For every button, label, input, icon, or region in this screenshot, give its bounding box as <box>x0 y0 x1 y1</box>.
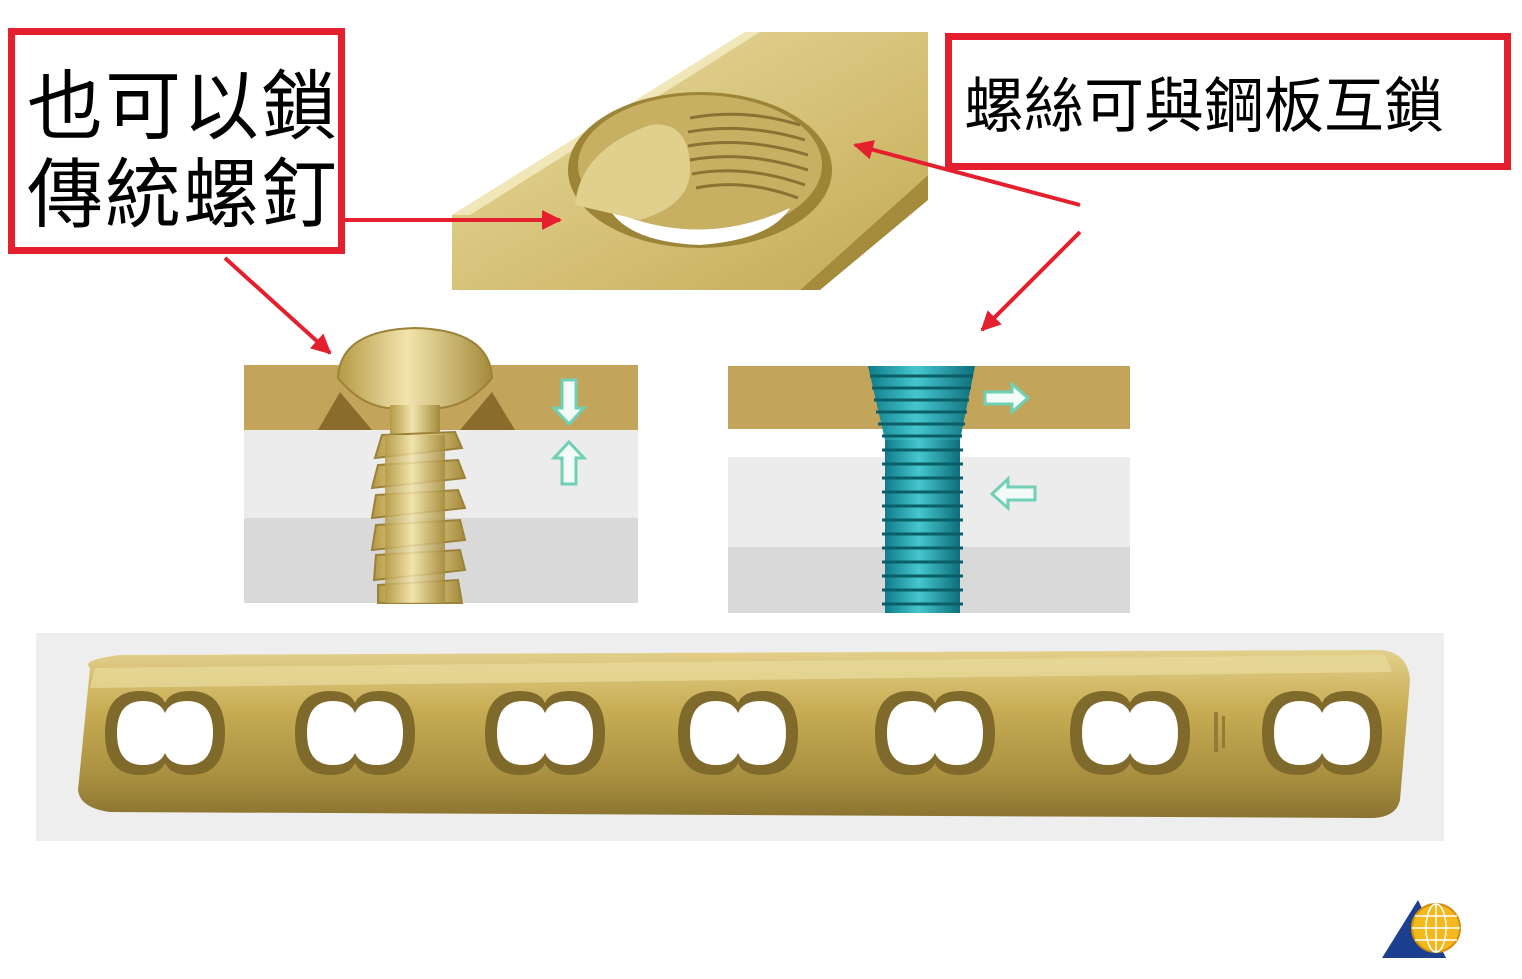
compression-arrows-icon <box>550 378 588 486</box>
left-label-line1: 也可以鎖 <box>27 62 339 151</box>
locking-screw-threads <box>870 374 973 606</box>
conventional-screw-section <box>244 326 638 604</box>
annotation-arrows <box>223 139 1082 355</box>
plate-holes <box>105 691 1382 775</box>
left-label-line2: 傳統螺釘 <box>27 150 339 239</box>
plate-closeup <box>452 32 928 290</box>
globe-triangle-logo <box>1382 900 1461 958</box>
right-label-text: 螺絲可與鋼板互鎖 <box>964 72 1444 142</box>
hole-threads <box>687 112 809 200</box>
stability-arrows-icon <box>983 380 1037 512</box>
conventional-screw-label: 也可以鎖 傳統螺釘 <box>8 28 345 254</box>
locking-screw-section <box>728 366 1130 613</box>
locking-screw-label: 螺絲可與鋼板互鎖 <box>945 33 1511 170</box>
screw-head <box>336 326 494 409</box>
plate-engraving <box>1214 712 1225 752</box>
locking-screw-head <box>868 366 975 440</box>
bone-plate <box>36 633 1444 841</box>
